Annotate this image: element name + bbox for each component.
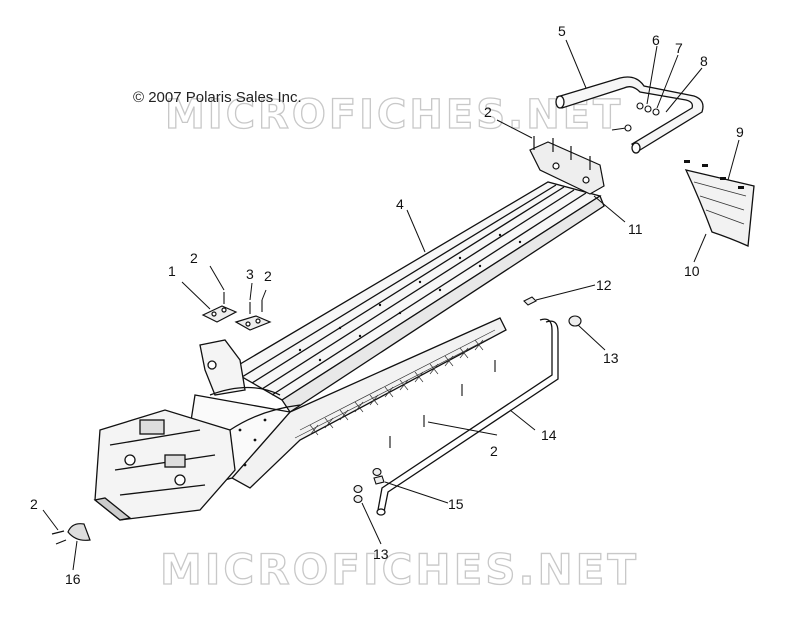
leader-lines [42, 39, 740, 571]
callout-4: 4 [396, 196, 404, 212]
bracket-part-1 [201, 305, 238, 323]
fasteners [223, 292, 582, 504]
rear-bracket [529, 136, 605, 195]
callout-2-rear: 2 [484, 104, 492, 120]
callout-8: 8 [700, 53, 708, 69]
callout-12: 12 [596, 277, 612, 293]
copyright-notice: © 2007 Polaris Sales Inc. [133, 89, 302, 106]
callout-6: 6 [652, 32, 660, 48]
callout-2-bar: 2 [490, 443, 498, 459]
callout-1: 1 [168, 263, 176, 279]
bumper-hardware [611, 102, 660, 132]
callout-16: 16 [65, 571, 81, 587]
part-16-housing [51, 523, 91, 545]
callouts: 1 2 3 2 2 4 5 6 7 8 9 10 11 12 13 14 2 1… [30, 23, 744, 587]
callout-10: 10 [684, 263, 700, 279]
callout-2-left: 2 [190, 250, 198, 266]
callout-2-right: 2 [264, 268, 272, 284]
callout-15: 15 [448, 496, 464, 512]
callout-13-lower: 13 [373, 546, 389, 562]
watermark-top: MICROFICHES.NET [165, 92, 623, 138]
callout-13-upper: 13 [603, 350, 619, 366]
bracket-part-3 [234, 315, 272, 331]
callout-9: 9 [736, 124, 744, 140]
callout-3: 3 [246, 266, 254, 282]
snow-flap [684, 160, 755, 247]
watermark-bottom: MICROFICHES.NET [160, 545, 639, 594]
callout-14: 14 [541, 427, 557, 443]
callout-7: 7 [675, 40, 683, 56]
rear-bumper [555, 76, 704, 154]
callout-5: 5 [558, 23, 566, 39]
bumper-bar [376, 318, 559, 516]
callout-11: 11 [628, 221, 643, 237]
front-chassis [93, 339, 301, 521]
callout-2-front: 2 [30, 496, 38, 512]
tunnel-assembly [179, 181, 605, 493]
